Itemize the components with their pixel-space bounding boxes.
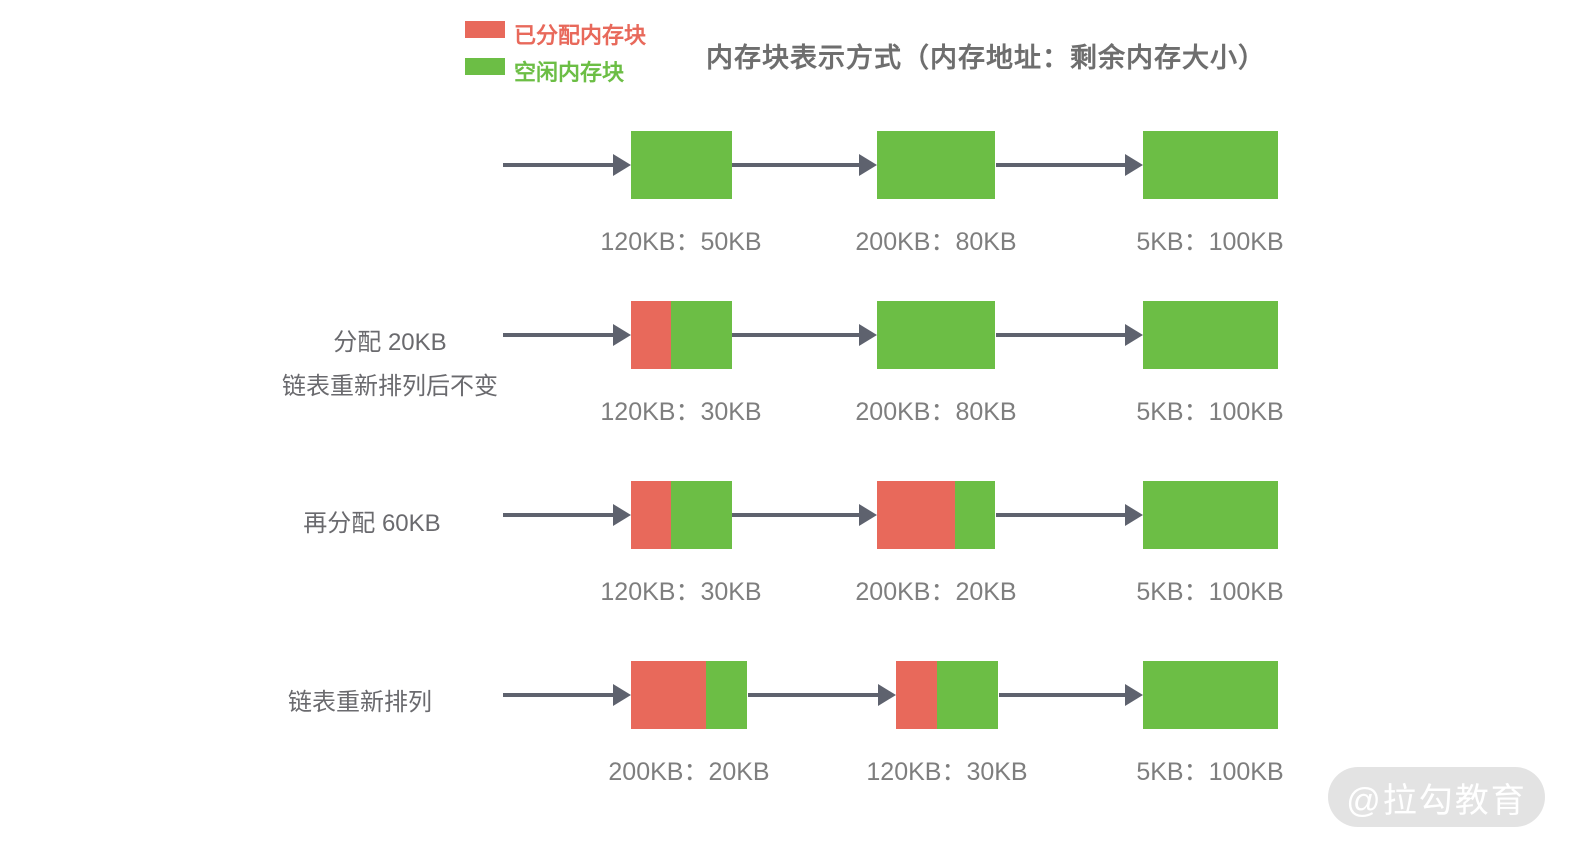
arrow-head-icon [1125, 324, 1143, 346]
link-arrow [503, 154, 631, 176]
memory-block [877, 131, 995, 199]
link-arrow [732, 154, 877, 176]
arrow-head-icon [613, 324, 631, 346]
diagram-title: 内存块表示方式（内存地址：剩余内存大小） [706, 43, 1266, 73]
memory-block [1143, 661, 1278, 729]
arrow-shaft [503, 163, 613, 167]
memory-block [1143, 131, 1278, 199]
arrow-head-icon [878, 684, 896, 706]
allocated-region [896, 661, 937, 729]
link-arrow [732, 504, 877, 526]
arrow-head-icon [859, 154, 877, 176]
legend-label-free: 空闲内存块 [514, 60, 625, 85]
memory-block [1143, 301, 1278, 369]
link-arrow [996, 324, 1143, 346]
memory-block [1143, 481, 1278, 549]
arrow-shaft [996, 513, 1125, 517]
link-arrow [996, 154, 1143, 176]
link-arrow [503, 324, 631, 346]
block-label: 120KB：30KB [600, 398, 762, 426]
arrow-shaft [503, 333, 613, 337]
row-side-label: 链表重新排列后不变 [282, 373, 498, 400]
arrow-shaft [732, 513, 859, 517]
block-label: 120KB：30KB [600, 578, 762, 606]
block-label: 200KB：20KB [855, 578, 1017, 606]
memory-block [631, 131, 732, 199]
block-label: 200KB：80KB [855, 228, 1017, 256]
arrow-shaft [999, 693, 1125, 697]
memory-block [631, 301, 732, 369]
allocated-region [877, 481, 955, 549]
memory-block [631, 481, 732, 549]
link-arrow [996, 504, 1143, 526]
block-label: 200KB：80KB [855, 398, 1017, 426]
memory-block [896, 661, 998, 729]
row-side-label: 分配 20KB [333, 329, 447, 356]
block-label: 200KB：20KB [608, 758, 770, 786]
link-arrow [503, 504, 631, 526]
allocated-region [631, 301, 672, 369]
link-arrow [999, 684, 1143, 706]
arrow-shaft [996, 163, 1125, 167]
memory-block [877, 301, 995, 369]
allocated-region [631, 481, 672, 549]
block-label: 5KB：100KB [1136, 398, 1284, 426]
arrow-head-icon [613, 504, 631, 526]
block-label: 5KB：100KB [1136, 228, 1284, 256]
arrow-head-icon [859, 504, 877, 526]
link-arrow [503, 684, 631, 706]
watermark-text: @拉勾教育 [1346, 781, 1527, 820]
arrow-head-icon [859, 324, 877, 346]
legend-swatch-allocated [465, 21, 505, 38]
arrow-head-icon [613, 684, 631, 706]
row-side-label: 链表重新排列 [288, 689, 432, 716]
memory-block [877, 481, 995, 549]
arrow-head-icon [613, 154, 631, 176]
allocated-region [631, 661, 707, 729]
arrow-shaft [996, 333, 1125, 337]
block-label: 120KB：50KB [600, 228, 762, 256]
memory-block [631, 661, 747, 729]
arrow-shaft [732, 333, 859, 337]
watermark-badge: @拉勾教育 [1328, 767, 1545, 827]
block-label: 5KB：100KB [1136, 758, 1284, 786]
link-arrow [748, 684, 896, 706]
arrow-shaft [503, 513, 613, 517]
legend-label-allocated: 已分配内存块 [514, 23, 647, 48]
arrow-shaft [503, 693, 613, 697]
block-label: 5KB：100KB [1136, 578, 1284, 606]
arrow-head-icon [1125, 154, 1143, 176]
legend-swatch-free [465, 58, 505, 75]
arrow-head-icon [1125, 504, 1143, 526]
arrow-head-icon [1125, 684, 1143, 706]
arrow-shaft [732, 163, 859, 167]
row-side-label: 再分配 60KB [303, 510, 441, 537]
link-arrow [732, 324, 877, 346]
block-label: 120KB：30KB [866, 758, 1028, 786]
arrow-shaft [748, 693, 878, 697]
